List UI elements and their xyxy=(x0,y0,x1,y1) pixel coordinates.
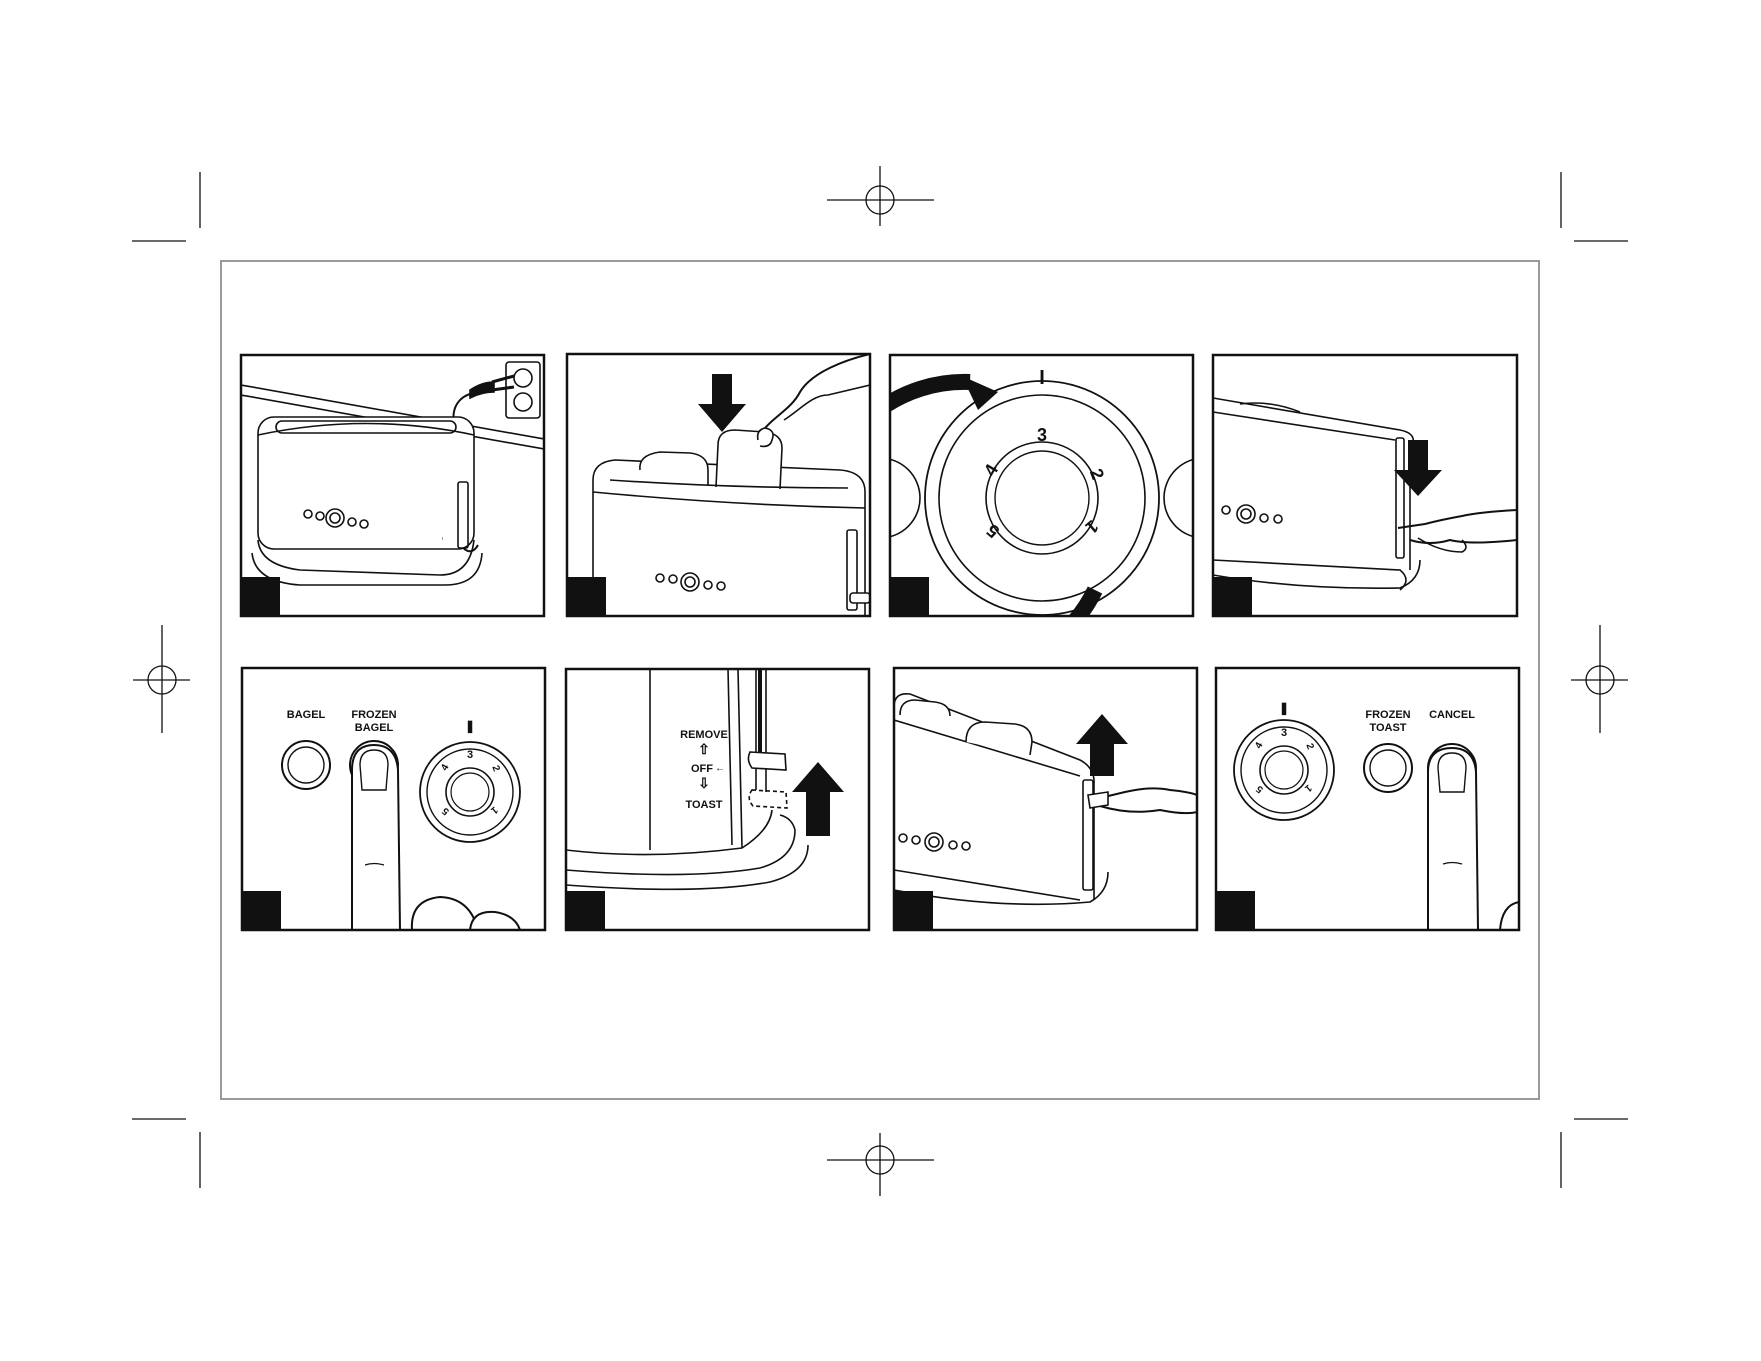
registration-target-right xyxy=(1571,625,1628,733)
frozen-toast-label-line2: TOAST xyxy=(1369,722,1406,734)
frozen-bagel-label-line2: BAGEL xyxy=(355,722,394,734)
crop-marks xyxy=(132,172,1628,1188)
frozen-toast-label-line1: FROZEN xyxy=(1365,709,1410,721)
panel-6-raise-lever: REMOVE ⇧ OFF ← ⇩ TOAST xyxy=(566,669,869,930)
svg-text:←: ← xyxy=(715,763,725,774)
registration-target-top xyxy=(827,166,934,226)
slider-label-off: OFF xyxy=(691,763,713,775)
registration-target-bottom xyxy=(827,1133,934,1196)
panel-4-press-lever xyxy=(1213,355,1517,616)
cancel-button-label: CANCEL xyxy=(1429,709,1475,721)
svg-text:⇩: ⇩ xyxy=(698,775,710,791)
bagel-button-label: BAGEL xyxy=(287,709,326,721)
svg-text:⁝: ⁝ xyxy=(442,536,443,541)
bagel-button xyxy=(282,741,330,789)
dial-number-3: 3 xyxy=(1037,425,1047,445)
svg-text:⇧: ⇧ xyxy=(698,741,710,757)
page-frame xyxy=(221,261,1539,1099)
panel-5-frozen-bagel: BAGEL FROZEN BAGEL ❚ 3 2 1 4 5 xyxy=(242,668,545,930)
svg-text:❚: ❚ xyxy=(1279,701,1289,716)
panel-2-insert-bread xyxy=(567,354,870,616)
svg-text:❚: ❚ xyxy=(465,719,475,734)
frozen-bagel-label-line1: FROZEN xyxy=(351,709,396,721)
dial-top-mark: I xyxy=(1039,367,1045,389)
svg-text:3: 3 xyxy=(1281,727,1287,739)
panel-3-set-shade: I 3 2 1 4 5 xyxy=(819,355,1244,672)
slider-label-remove: REMOVE xyxy=(680,729,728,741)
panel-1-plug-in: ⁝ xyxy=(241,355,544,616)
panel-8-cancel: ❚ 3 2 1 4 5 FROZEN TOAST CANCEL xyxy=(1216,668,1519,930)
slider-label-toast: TOAST xyxy=(685,799,722,811)
panel-7-lift-lever xyxy=(894,668,1197,930)
registration-target-left xyxy=(133,625,190,733)
svg-text:3: 3 xyxy=(467,749,473,761)
frozen-toast-button xyxy=(1364,744,1412,792)
